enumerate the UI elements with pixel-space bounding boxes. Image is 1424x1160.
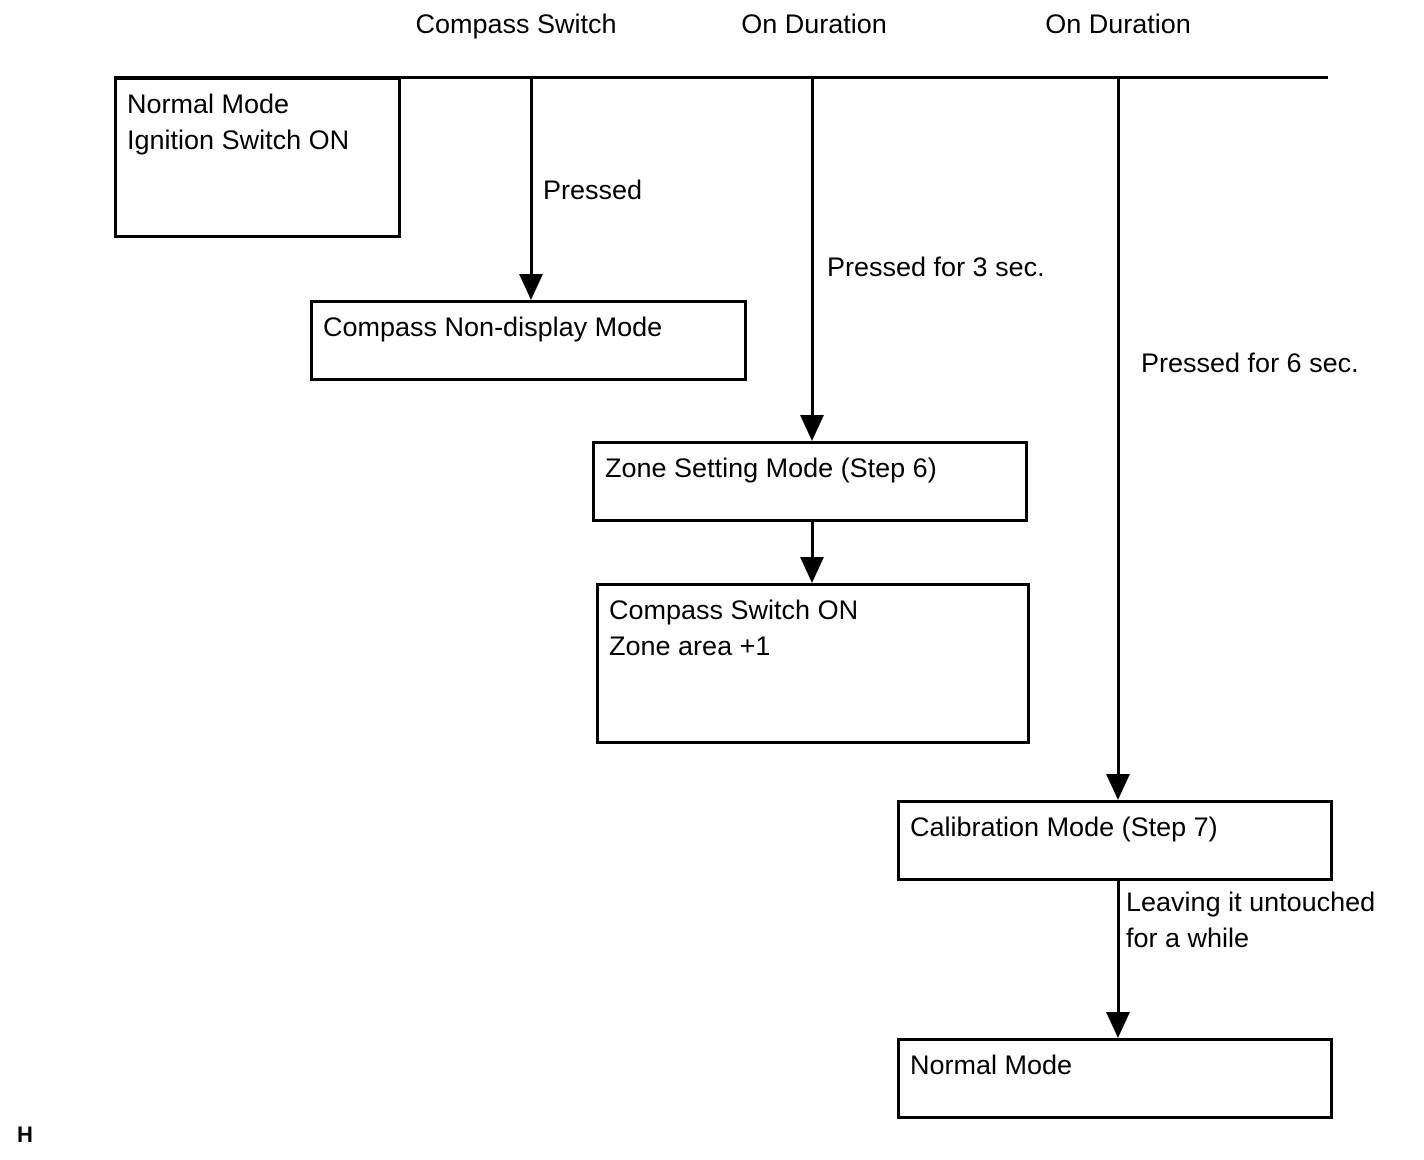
edge-label-line: Leaving it untouched xyxy=(1126,887,1376,917)
node-line: Normal Mode xyxy=(127,89,290,119)
node-normal-mode-end[interactable]: Normal Mode xyxy=(897,1038,1333,1119)
node-line: Compass Non-display Mode xyxy=(323,312,663,342)
arrowhead-to-compass-non-display-mode xyxy=(519,274,543,300)
top-horizontal-rule xyxy=(114,76,1328,79)
arrowhead-to-calibration-mode xyxy=(1106,774,1130,800)
edge-label-line: Pressed xyxy=(543,175,643,205)
edge-label-line: Pressed for 3 sec. xyxy=(827,252,1045,282)
node-line: Normal Mode xyxy=(910,1050,1073,1080)
edge-label-leaving-untouched: Leaving it untouched for a while xyxy=(1126,884,1375,956)
edge-label-pressed: Pressed xyxy=(543,172,642,208)
connector-compass-switch-vertical xyxy=(530,76,533,274)
connector-on-duration-6sec-vertical xyxy=(1117,76,1120,774)
edge-label-line: Pressed for 6 sec. xyxy=(1141,348,1359,378)
edge-label-line: for a while xyxy=(1126,923,1250,953)
node-line: Compass Switch ON xyxy=(609,595,859,625)
node-zone-setting-mode[interactable]: Zone Setting Mode (Step 6) xyxy=(592,441,1028,522)
column-header-compass-switch: Compass Switch xyxy=(378,8,654,40)
column-header-on-duration-1: On Duration xyxy=(676,8,952,40)
node-line: Zone area +1 xyxy=(609,631,771,661)
connector-zone-setting-to-compass-switch-on xyxy=(811,521,814,557)
arrowhead-to-compass-switch-on xyxy=(800,557,824,583)
connector-on-duration-3sec-vertical xyxy=(811,76,814,415)
column-header-label: Compass Switch xyxy=(415,9,617,39)
node-line: Zone Setting Mode (Step 6) xyxy=(605,453,937,483)
node-line: Calibration Mode (Step 7) xyxy=(910,812,1218,842)
node-normal-mode-ignition[interactable]: Normal Mode Ignition Switch ON xyxy=(114,77,401,238)
arrowhead-to-zone-setting-mode xyxy=(800,415,824,441)
node-line: Ignition Switch ON xyxy=(127,125,350,155)
column-header-label: On Duration xyxy=(1045,9,1191,39)
node-compass-non-display-mode[interactable]: Compass Non-display Mode xyxy=(310,300,747,381)
page-mark-label: H xyxy=(17,1122,33,1147)
node-compass-switch-on-zone-area[interactable]: Compass Switch ON Zone area +1 xyxy=(596,583,1030,744)
edge-label-pressed-3-sec: Pressed for 3 sec. xyxy=(827,249,1045,285)
edge-label-pressed-6-sec: Pressed for 6 sec. xyxy=(1141,345,1359,381)
node-calibration-mode[interactable]: Calibration Mode (Step 7) xyxy=(897,800,1333,881)
connector-calibration-to-normal-mode xyxy=(1117,880,1120,1012)
column-header-on-duration-2: On Duration xyxy=(980,8,1256,40)
column-header-label: On Duration xyxy=(741,9,887,39)
page-mark: H xyxy=(17,1124,33,1146)
arrowhead-to-normal-mode-end xyxy=(1106,1012,1130,1038)
